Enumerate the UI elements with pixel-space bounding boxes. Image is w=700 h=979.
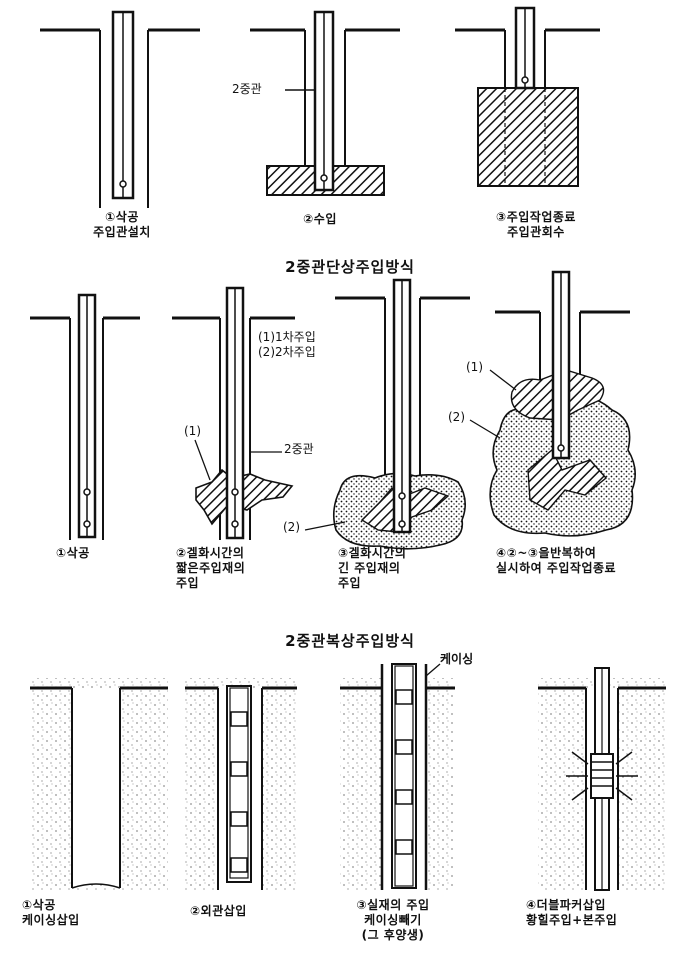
s2-step3-label: ③겔화시간의 긴 주입재의 주입 bbox=[338, 546, 468, 591]
s1-fig2 bbox=[250, 12, 400, 195]
s3-fig2 bbox=[185, 678, 297, 890]
s2-annotation-pipe: 2중관 bbox=[284, 442, 314, 457]
s2-step4-label: ④②~③을반복하여 실시하여 주입작업종료 bbox=[496, 546, 696, 576]
s2-annotation-1b: (1) bbox=[466, 360, 483, 375]
s2-annotation-2: (2) bbox=[283, 520, 300, 535]
s2-step2-label: ②겔화시간의 짧은주입재의 주입 bbox=[176, 546, 306, 591]
s2-fig2 bbox=[172, 288, 295, 540]
s2-step1-label: ①삭공 bbox=[56, 546, 146, 561]
s3-step1-label: ①삭공 케이싱삽입 bbox=[22, 898, 172, 928]
s2-fig1 bbox=[30, 295, 140, 540]
s1-step1-label: ①삭공 주입관설치 bbox=[52, 210, 192, 240]
s2-annotation-2b: (2) bbox=[448, 410, 465, 425]
s3-fig3 bbox=[340, 664, 455, 890]
s3-step2-label: ②외관삽입 bbox=[190, 904, 310, 919]
s3-fig1 bbox=[30, 678, 168, 890]
section2-graphics bbox=[30, 272, 635, 549]
s3-step3-label: ③실재의 주입 케이싱빼기 (그 후양생) bbox=[318, 898, 468, 943]
s2-fig4 bbox=[470, 272, 635, 536]
s2-annotation-legend: (1)1차주입 (2)2차주입 bbox=[258, 330, 316, 360]
s2-fig3 bbox=[305, 280, 470, 549]
section3-graphics bbox=[30, 664, 666, 890]
s1-fig3 bbox=[455, 8, 600, 186]
s1-annotation-pipe: 2중관 bbox=[232, 82, 262, 97]
s2-annotation-1: (1) bbox=[184, 424, 201, 439]
s3-step4-label: ④더블파커삽입 황힐주입+본주입 bbox=[526, 898, 696, 928]
s1-step3-label: ③주입작업종료 주입관회수 bbox=[466, 210, 606, 240]
s3-fig4 bbox=[538, 668, 666, 890]
s1-title: 2중관단상주입방식 bbox=[200, 256, 500, 277]
s1-fig1 bbox=[40, 12, 200, 208]
s1-step2-label: ②수입 bbox=[260, 212, 380, 227]
s3-annotation-casing: 케이싱 bbox=[440, 652, 473, 667]
section1-graphics bbox=[40, 8, 600, 208]
s2-title: 2중관복상주입방식 bbox=[200, 630, 500, 651]
